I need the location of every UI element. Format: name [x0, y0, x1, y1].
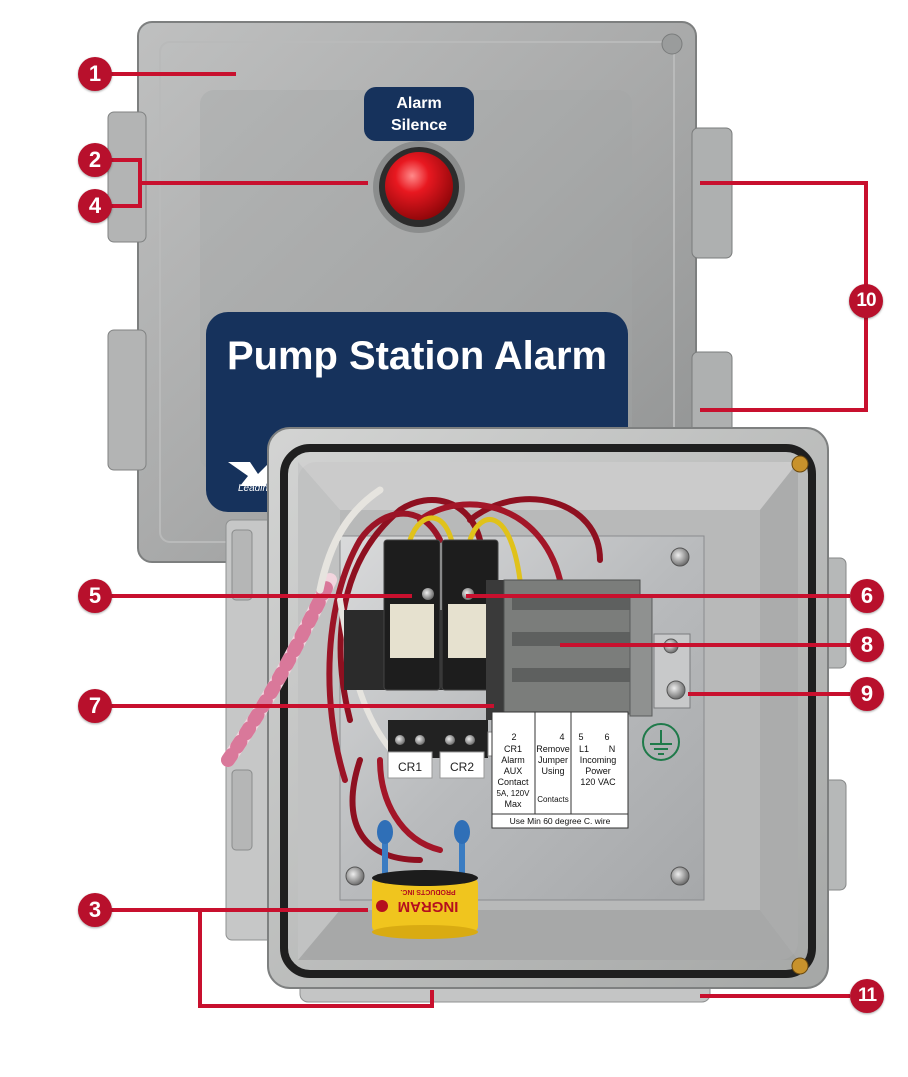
legend-col2-line2: Jumper [538, 755, 568, 765]
legend-col2-line3: Using [541, 766, 564, 776]
callout-2: 2 [78, 143, 112, 177]
legend-footer: Use Min 60 degree C. wire [510, 816, 611, 826]
legend-col3-line1: L1 [579, 744, 589, 754]
screw [670, 547, 690, 567]
brand-logo [228, 456, 276, 486]
relay-label-cr1: CR1 [398, 760, 422, 774]
legend-col3-line3: Power [585, 766, 611, 776]
terminal-number-2: 2 [511, 732, 516, 742]
alarm-silence-label-line2: Silence [391, 117, 447, 134]
buzzer-brand-sub: PRODUCTS INC. [400, 888, 455, 895]
relay-pair: CR1 CR2 [344, 539, 499, 779]
callout-1: 1 [78, 57, 112, 91]
terminal-number-4: 4 [559, 732, 564, 742]
ground-symbol-icon [642, 723, 680, 761]
alarm-silence-lamp [373, 141, 465, 233]
legend-col1-line1: CR1 [504, 744, 522, 754]
terminal-block [503, 579, 653, 717]
callout-10: 10 [849, 284, 883, 318]
terminal-number-6: 6 [604, 732, 609, 742]
callout-7: 7 [78, 689, 112, 723]
wiring-legend-label: 2 4 5 6 CR1 Alarm AUX Contact 5A, 120V M… [491, 711, 629, 829]
callout-11: 11 [850, 979, 884, 1013]
legend-col3-line4: 120 VAC [580, 777, 616, 787]
terminal-number-5: 5 [578, 732, 583, 742]
legend-col1-line4: Contact [497, 777, 529, 787]
legend-col1-line5: 5A, 120V [497, 789, 531, 798]
alarm-silence-label: Alarm Silence [364, 87, 474, 141]
legend-col3-line2: Incoming [580, 755, 617, 765]
callout-6: 6 [850, 579, 884, 613]
logo-tagline: Leading [238, 483, 274, 494]
legend-col1-line6: Max [504, 799, 522, 809]
legend-col2-line4: Contacts [537, 795, 569, 804]
screw [345, 866, 365, 886]
screw [670, 866, 690, 886]
relay-label-cr2: CR2 [450, 760, 474, 774]
callout-3: 3 [78, 893, 112, 927]
callout-9: 9 [850, 677, 884, 711]
legend-col2-line1: Remove [536, 744, 570, 754]
leader-line-3-bracket [198, 910, 434, 1008]
legend-col3-neutral: N [609, 744, 616, 754]
buzzer: INGRAM PRODUCTS INC. [372, 820, 478, 939]
callout-5: 5 [78, 579, 112, 613]
legend-col1-line2: Alarm [501, 755, 525, 765]
wiring [221, 486, 603, 863]
buzzer-brand: INGRAM [398, 898, 459, 915]
callout-8: 8 [850, 628, 884, 662]
legend-col1-line3: AUX [504, 766, 523, 776]
title-plate-text: Pump Station Alarm [227, 334, 607, 378]
leader-lines [110, 72, 868, 1008]
callout-4: 4 [78, 189, 112, 223]
alarm-silence-label-line1: Alarm [396, 95, 441, 112]
